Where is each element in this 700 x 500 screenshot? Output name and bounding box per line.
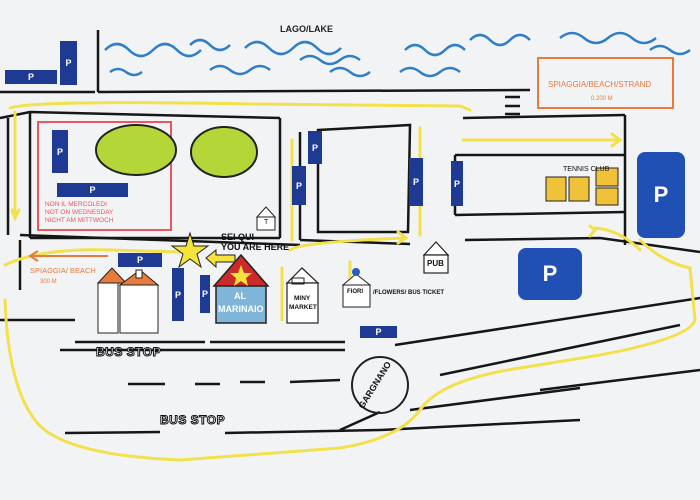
hotel-name-line2: MARINAIO [218,304,264,314]
green-oval-left [95,124,177,176]
beach-west-distance: 300 M [40,279,57,285]
pub-icon [422,241,450,274]
church-icon [96,267,160,334]
hotel-name-line1: AL [234,291,246,301]
parking-small-5: P [308,131,322,164]
orange-arrow [28,250,108,262]
parking-small-4: P [57,183,128,197]
arrow-left-icon [205,248,236,269]
parking-small-11: P [200,275,210,313]
flower-shop-icon [341,268,372,308]
bus-stop-label-1: BUS STOP [95,345,162,360]
parking-small-8: P [451,161,463,206]
parking-small-1: P [5,70,57,84]
hotel-icon [212,253,270,324]
pub-label: PUB [427,259,444,268]
green-oval-right [190,126,258,178]
toilet-icon [255,206,277,231]
parking-small-7: P [409,158,423,206]
market-notice-line1: NON IL MERCOLEDI [45,201,107,208]
star-icon [170,231,210,269]
market-notice-line3: NICHT AM MITTWOCH [45,217,114,224]
beach-north-label: SPIAGGIA/BEACH/STRAND [548,80,652,89]
lake-label: LAGO/LAKE [280,24,333,34]
parking-big-tennis: P [637,152,685,238]
you-are-here-line1: SEI QUI [221,232,255,242]
bus-stop-label-2: BUS STOP [159,413,226,428]
parking-small-12: P [360,326,397,338]
market-name-line2: MARKET [289,304,317,311]
market-name-line1: MINY [294,295,311,302]
tennis-label: TENNIS CLUB [563,166,610,173]
parking-small-2: P [60,41,77,85]
market-zone-box [37,121,172,231]
parking-big-east: P [518,248,582,300]
market-notice-line2: NOT ON WEDNESDAY [45,209,114,216]
parking-small-9: P [118,253,162,267]
you-are-here-line2: YOU ARE HERE [221,242,290,252]
lake-waves [104,31,691,78]
parking-small-6: P [292,166,306,205]
flowers-bus-label: /FLOWERS/ BUS TICKET [373,290,444,296]
parking-small-10: P [172,268,184,321]
toilet-label: T [264,219,269,226]
parking-small-3: P [52,130,68,173]
beach-north-box [537,57,674,109]
beach-west-label: SPIAGGIA/ BEACH [30,266,96,275]
tennis-courts [545,167,619,206]
market-icon [285,267,320,324]
fiori-label: FIORI [347,289,363,295]
beach-north-distance: 0.200 M [591,96,613,102]
roundabout [351,356,409,414]
